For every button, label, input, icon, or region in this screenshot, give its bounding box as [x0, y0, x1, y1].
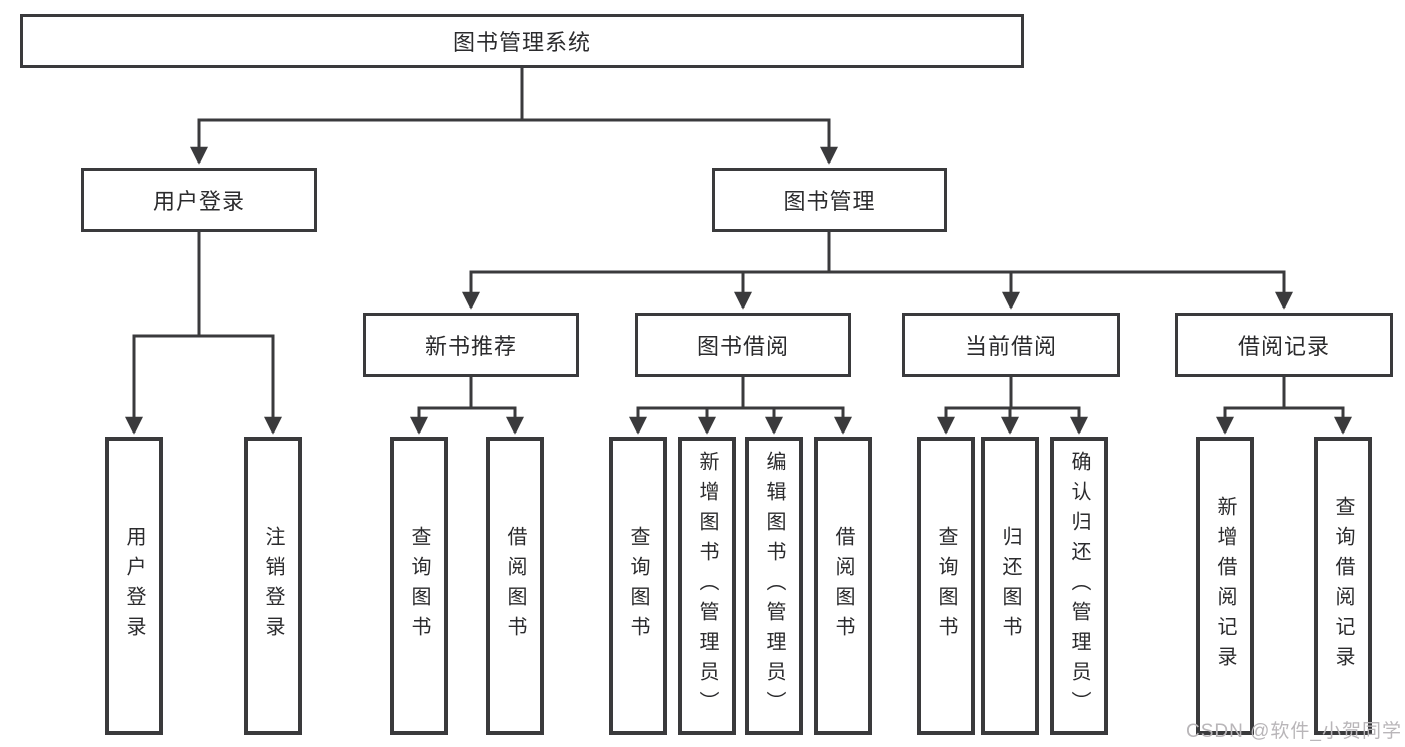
- node-new-book-recommend: 新书推荐: [363, 313, 579, 377]
- node-book-management: 图书管理: [712, 168, 947, 232]
- node-user-login: 用户登录: [81, 168, 317, 232]
- leaf-logout: 注销登录: [244, 437, 302, 735]
- leaf-edit-book-admin: 编辑图书（管理员）: [745, 437, 803, 735]
- wire-group: [125, 68, 1352, 435]
- leaf-query-book-1: 查询图书: [390, 437, 448, 735]
- leaf-query-book-3: 查询图书: [917, 437, 975, 735]
- leaf-query-borrow-record: 查询借阅记录: [1314, 437, 1372, 735]
- leaf-add-borrow-record: 新增借阅记录: [1196, 437, 1254, 735]
- node-book-borrow: 图书借阅: [635, 313, 851, 377]
- node-root: 图书管理系统: [20, 14, 1024, 68]
- leaf-query-book-2: 查询图书: [609, 437, 667, 735]
- csdn-watermark: CSDN @软件_小贺同学: [1186, 721, 1402, 742]
- leaf-confirm-return-admin: 确认归还（管理员）: [1050, 437, 1108, 735]
- node-borrow-record: 借阅记录: [1175, 313, 1393, 377]
- leaf-user-login: 用户登录: [105, 437, 163, 735]
- leaf-add-book-admin: 新增图书（管理员）: [678, 437, 736, 735]
- node-current-borrow: 当前借阅: [902, 313, 1120, 377]
- leaf-borrow-book-2: 借阅图书: [814, 437, 872, 735]
- leaf-return-book: 归还图书: [981, 437, 1039, 735]
- leaf-borrow-book-1: 借阅图书: [486, 437, 544, 735]
